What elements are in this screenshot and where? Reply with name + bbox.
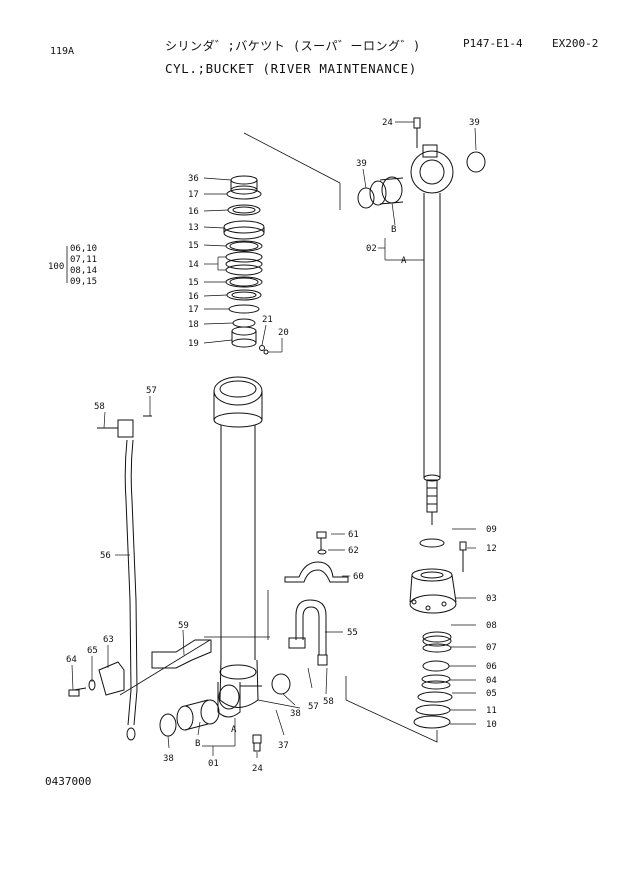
cylinder-tube [213,376,263,718]
bushing-left [176,699,220,731]
model-number: EX200-2 [552,37,599,50]
callout-57-lower: 57 [308,702,319,712]
callout-06: 06 [486,662,497,672]
callout-05: 05 [486,689,497,699]
callout-17b: 17 [188,305,199,315]
callout-19: 19 [188,339,199,349]
callout-63: 63 [103,635,114,645]
part-code: P147-E1-4 [463,37,523,50]
kit-row: 08,14 [70,266,97,276]
seal-ring-38-right [271,673,291,695]
title-english: CYL.;BUCKET (RIVER MAINTENANCE) [165,61,417,76]
clamp-60 [284,561,349,583]
callout-15b: 15 [188,278,199,288]
callout-36: 36 [188,174,199,184]
callout-60: 60 [353,572,364,582]
callout-17: 17 [188,190,199,200]
grease-fitting-24-lower [252,734,262,752]
callout-18: 18 [188,320,199,330]
u-hose-55 [288,599,328,666]
callout-12: 12 [486,544,497,554]
callout-65: 65 [87,646,98,656]
callout-24: 24 [382,118,393,128]
document-number: 0437000 [45,775,92,788]
callout-10: 10 [486,720,497,730]
callout-B-lower: B [195,739,200,749]
callout-15: 15 [188,241,199,251]
seal-ring-38-left [159,713,177,737]
callout-B: B [391,225,396,235]
kit-row: 07,11 [70,255,97,265]
callout-58: 58 [94,402,105,412]
kit-table: 100 06,10 07,11 08,14 09,15 [48,244,97,287]
kit-row: 06,10 [70,244,97,254]
callout-38-left: 38 [163,754,174,764]
callout-A: A [401,256,407,266]
callout-16b: 16 [188,292,199,302]
callout-39-left: 39 [356,159,367,169]
clip-63 [68,661,125,697]
callout-62: 62 [348,546,359,556]
callout-A-lower: A [231,725,237,735]
seal-stack [223,175,269,355]
callout-09: 09 [486,525,497,535]
kit-number: 100 [48,262,64,272]
callout-64: 64 [66,655,77,665]
bolt-61-62 [316,531,327,555]
bushing-right [369,176,404,206]
page-number: 119A [50,46,75,57]
callout-08: 08 [486,621,497,631]
leader-lines [71,121,477,758]
callout-13: 13 [188,223,199,233]
callout-03: 03 [486,594,497,604]
pipe-56 [97,415,152,741]
callout-16: 16 [188,207,199,217]
callout-11: 11 [486,706,497,716]
callout-59: 59 [178,621,189,631]
callout-07: 07 [486,643,497,653]
title-japanese: シリンダ゛;バケツト (スーパ゛ーロング゛) [165,39,421,53]
callout-57: 57 [146,386,157,396]
kit-row: 09,15 [70,277,97,287]
callout-04: 04 [486,676,497,686]
callout-56: 56 [100,551,111,561]
callout-02: 02 [366,244,377,254]
bracket-59 [151,639,212,669]
callout-24-lower: 24 [252,764,263,774]
callout-38-right: 38 [290,709,301,719]
callout-21: 21 [262,315,273,325]
callout-14: 14 [188,260,199,270]
callout-20: 20 [278,328,289,338]
callout-55: 55 [347,628,358,638]
callout-labels: 36 17 16 13 15 14 15 16 17 18 19 21 20 2… [66,118,497,774]
callout-01: 01 [208,759,219,769]
callout-37: 37 [278,741,289,751]
seal-ring-39-left [357,187,375,209]
piston-rod [410,117,454,525]
seal-ring-39-right [466,151,486,173]
callout-61: 61 [348,530,359,540]
callout-58-lower: 58 [323,697,334,707]
gland-assembly [409,538,467,729]
callout-39-right: 39 [469,118,480,128]
